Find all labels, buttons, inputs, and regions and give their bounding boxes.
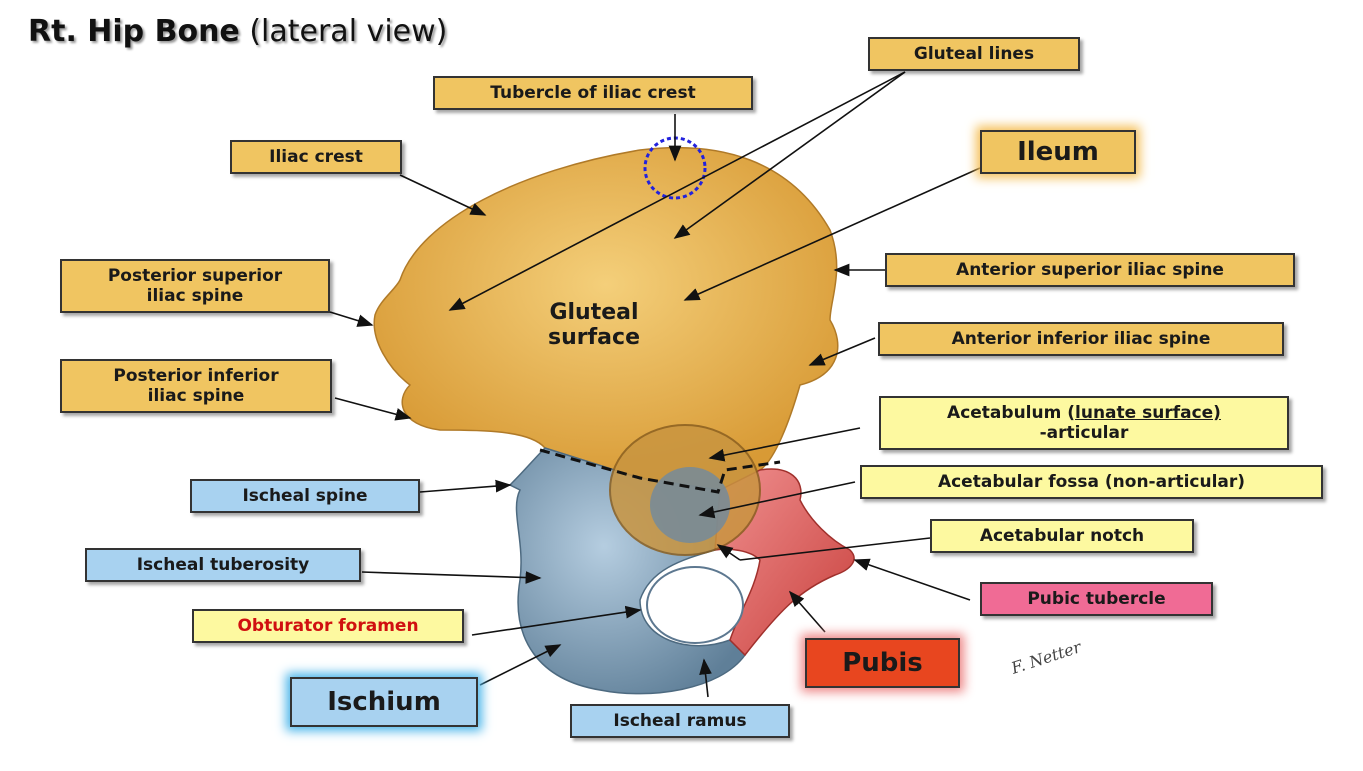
label-acetabular-fossa: Acetabular fossa (non-articular) <box>860 465 1323 499</box>
obturator-foramen <box>646 566 744 644</box>
label-anterior-inferior-iliac-spine: Anterior inferior iliac spine <box>878 322 1284 356</box>
label-ileum: Ileum <box>980 130 1136 174</box>
ilium-region <box>373 146 839 491</box>
label-ischeal-tuberosity: Ischeal tuberosity <box>85 548 361 582</box>
label-ischeal-spine: Ischeal spine <box>190 479 420 513</box>
label-ischium: Ischium <box>290 677 478 727</box>
label-anterior-superior-iliac-spine: Anterior superior iliac spine <box>885 253 1295 287</box>
label-tubercle-iliac-crest: Tubercle of iliac crest <box>433 76 753 110</box>
label-obturator-foramen: Obturator foramen <box>192 609 464 643</box>
label-acetabular-notch: Acetabular notch <box>930 519 1194 553</box>
label-ischeal-ramus: Ischeal ramus <box>570 704 790 738</box>
page-title: Rt. Hip Bone (lateral view) <box>28 14 448 49</box>
label-gluteal-lines: Gluteal lines <box>868 37 1080 71</box>
label-pubis: Pubis <box>805 638 960 688</box>
label-acetabulum: Acetabulum (lunate surface)-articular <box>879 396 1289 450</box>
label-iliac-crest: Iliac crest <box>230 140 402 174</box>
label-pubic-tubercle: Pubic tubercle <box>980 582 1213 616</box>
acetabular-fossa <box>650 467 730 543</box>
